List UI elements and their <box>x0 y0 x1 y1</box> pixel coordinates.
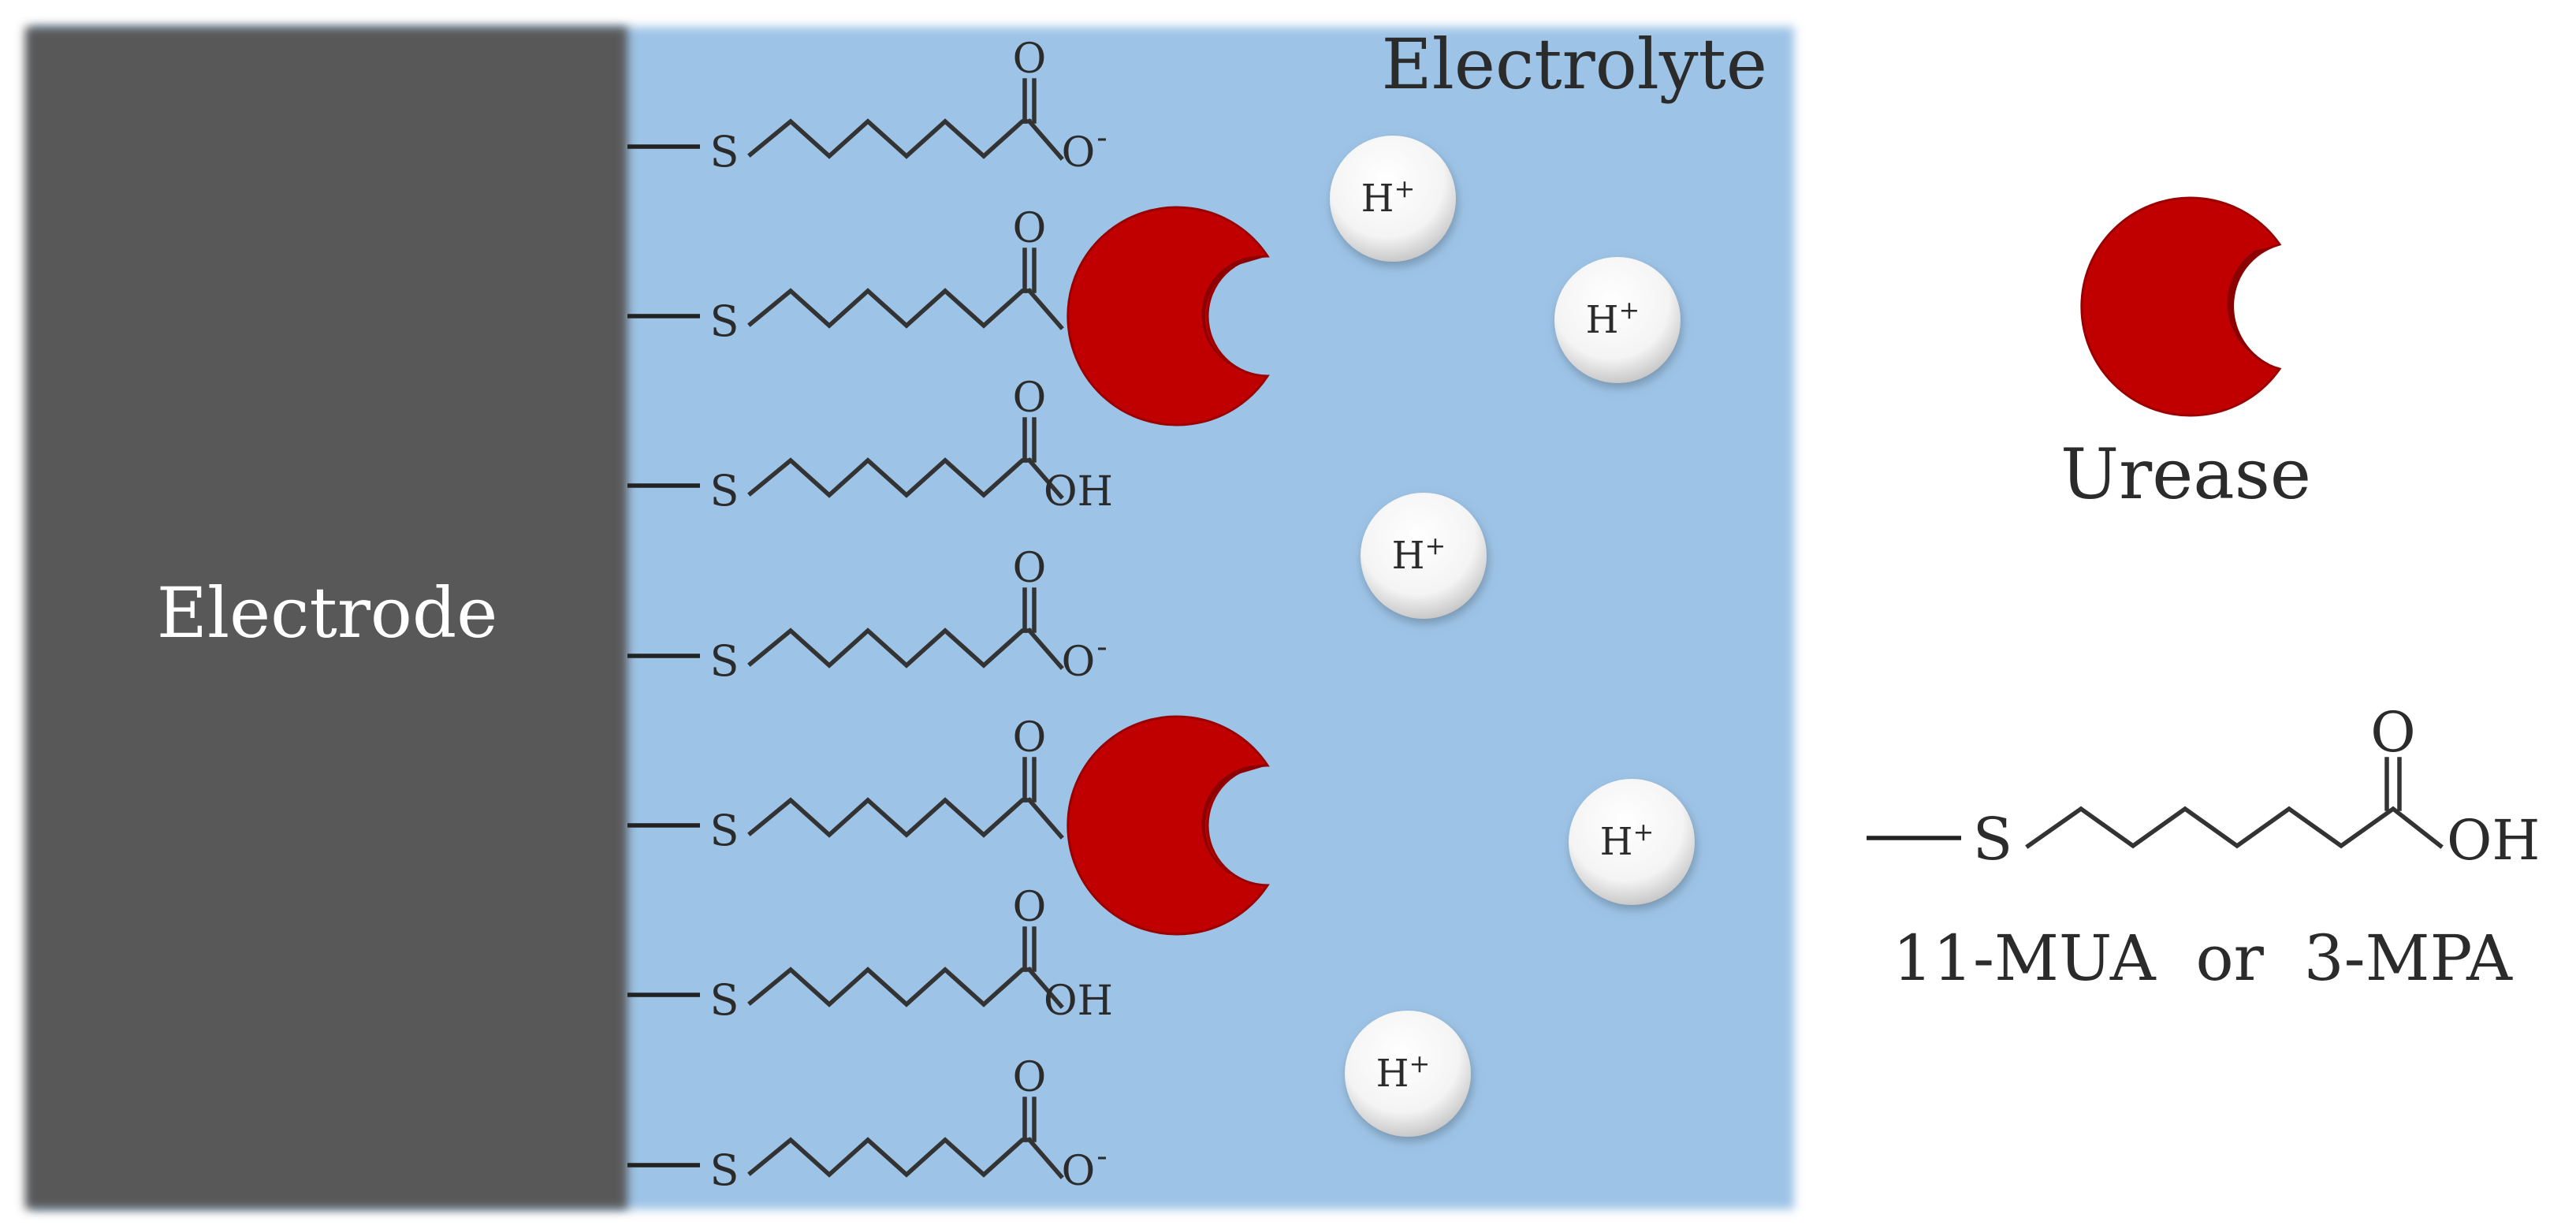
urease-enzyme <box>1067 715 1270 936</box>
proton-symbol: H <box>1586 298 1619 342</box>
carbonyl-oxygen: O <box>1013 374 1047 422</box>
sulfur-label: S <box>710 806 739 855</box>
chain-7: SOO- <box>627 1054 1107 1195</box>
chain-4: SOO- <box>627 545 1107 686</box>
chain-2: SO <box>627 205 1270 426</box>
proton-2: H+ <box>1554 257 1681 383</box>
linker-legend-sulfur: S <box>1973 806 2013 873</box>
electrode-label: Electrode <box>157 572 498 654</box>
chain-1: SOO- <box>627 35 1107 177</box>
alkyl-chain <box>747 118 1032 159</box>
electrode-region <box>25 27 627 1209</box>
terminal-bond <box>1026 628 1064 670</box>
carbonyl-oxygen: O <box>1013 35 1047 83</box>
carboxylate-charge: - <box>1096 120 1107 156</box>
urease-legend-label: Urease <box>2060 434 2311 515</box>
proton-5: H+ <box>1345 1011 1471 1137</box>
proton-charge: + <box>1394 173 1416 203</box>
proton-4: H+ <box>1569 779 1695 905</box>
carboxyl-oh: OH <box>1044 978 1113 1025</box>
carbonyl-oxygen: O <box>1013 1054 1047 1101</box>
proton-charge: + <box>1409 1048 1431 1078</box>
proton-symbol: H <box>1392 534 1425 578</box>
sulfur-label: S <box>710 1145 739 1195</box>
carboxylate-charge: - <box>1096 1138 1107 1175</box>
carbonyl-oxygen: O <box>1013 884 1047 931</box>
linker-legend-carbonyl-o: O <box>2370 700 2415 765</box>
carboxylate-charge: - <box>1096 629 1107 665</box>
alkyl-chain <box>747 1137 1032 1178</box>
proton-sphere <box>1554 257 1681 383</box>
legend-linker: S O OH 11-MUA or 3-MPA <box>1867 700 2540 995</box>
proton-sphere <box>1361 493 1487 619</box>
proton-label: H+ <box>1586 295 1640 342</box>
proton-label: H+ <box>1361 173 1416 221</box>
proton-3: H+ <box>1361 493 1487 619</box>
carboxyl-oh: OH <box>1044 468 1113 516</box>
sulfur-label: S <box>710 296 739 346</box>
terminal-bond <box>1026 797 1064 840</box>
proton-sphere <box>1569 779 1695 905</box>
urease-legend-shadow <box>2227 244 2280 364</box>
sulfur-label: S <box>710 127 739 177</box>
alkyl-chain <box>747 457 1032 498</box>
alkyl-chain <box>747 797 1032 838</box>
electrolyte-label: Electrolyte <box>1382 24 1767 105</box>
sulfur-label: S <box>710 466 739 516</box>
carboxylate-oxygen: O <box>1062 639 1096 686</box>
terminal-bond <box>1026 1137 1064 1179</box>
terminal-bond <box>1026 966 1064 1009</box>
protons-layer: H+H+H+H+H+ <box>1330 136 1695 1137</box>
carboxylate-oxygen: O <box>1062 1148 1096 1195</box>
linker-legend-chain <box>2025 806 2444 849</box>
proton-charge: + <box>1633 817 1655 847</box>
proton-symbol: H <box>1600 820 1633 864</box>
terminal-bond <box>1026 118 1064 161</box>
chain-5: SO <box>627 714 1270 936</box>
proton-symbol: H <box>1376 1052 1409 1096</box>
proton-label: H+ <box>1376 1048 1431 1096</box>
sulfur-label: S <box>710 636 739 686</box>
linker-legend-oh: OH <box>2447 808 2540 873</box>
chain-6: S O OH <box>627 884 1113 1025</box>
chain-3: S O OH <box>627 374 1113 516</box>
proton-symbol: H <box>1361 177 1394 221</box>
alkyl-chain <box>747 288 1032 329</box>
proton-sphere <box>1330 136 1456 262</box>
proton-1: H+ <box>1330 136 1456 262</box>
terminal-bond <box>1026 457 1064 500</box>
carbonyl-oxygen: O <box>1013 545 1047 592</box>
proton-charge: + <box>1425 531 1446 560</box>
proton-label: H+ <box>1600 817 1655 864</box>
proton-label: H+ <box>1392 531 1446 578</box>
urease-enzyme <box>1067 206 1270 426</box>
proton-charge: + <box>1619 295 1640 325</box>
carbonyl-oxygen: O <box>1013 205 1047 252</box>
proton-sphere <box>1345 1011 1471 1137</box>
sulfur-label: S <box>710 975 739 1025</box>
carbonyl-oxygen: O <box>1013 714 1047 762</box>
alkyl-chain <box>747 966 1032 1007</box>
alkyl-chain <box>747 628 1032 669</box>
legend-urease: Urease <box>2060 196 2311 515</box>
carboxylate-oxygen: O <box>1062 129 1096 177</box>
terminal-bond <box>1026 288 1064 330</box>
urease-legend-icon <box>2080 196 2282 417</box>
linker-legend-label: 11-MUA or 3-MPA <box>1893 922 2513 995</box>
